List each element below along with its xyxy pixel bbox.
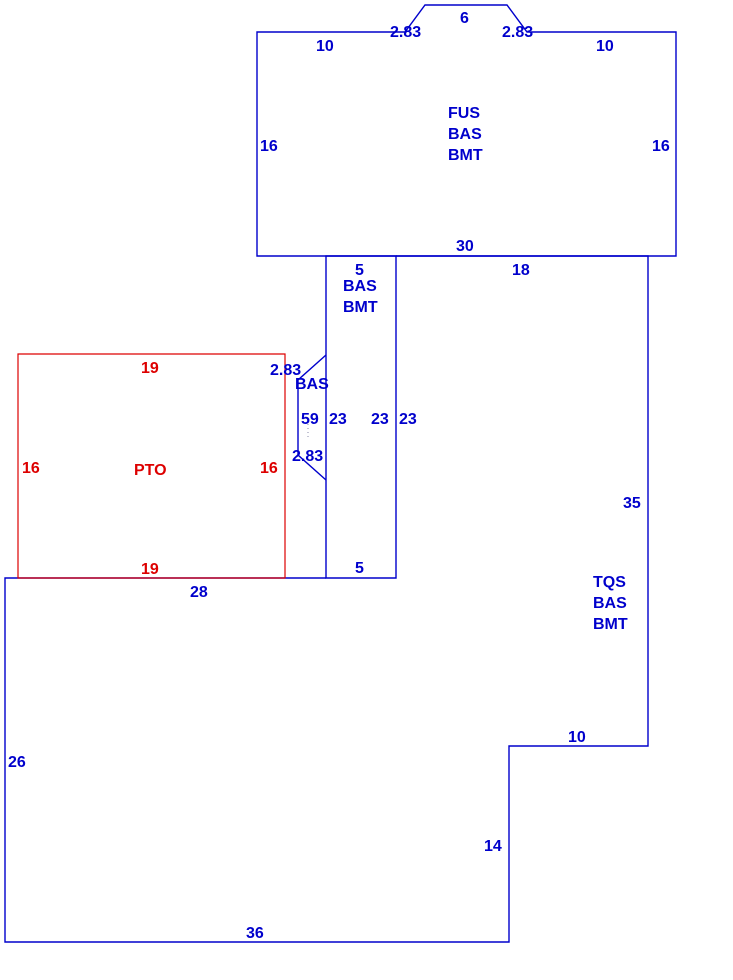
connector-outline — [325, 255, 397, 579]
dim-bay-side: 59 — [301, 411, 319, 428]
dim-upper-right: 16 — [652, 138, 670, 155]
dim-connector-bottom: 5 — [355, 560, 364, 577]
dim-upper-left: 16 — [260, 138, 278, 155]
main-section-outline — [4, 255, 649, 943]
dim-bay-lower-diag: 2.83 — [292, 448, 323, 465]
upper-code-2: BAS — [448, 126, 482, 143]
bay-code: BAS — [295, 376, 329, 393]
dim-patio-right: 16 — [260, 460, 278, 477]
connector-code-1: BAS — [343, 278, 377, 295]
dim-main-step-top: 10 — [568, 729, 586, 746]
patio-outline — [17, 353, 286, 579]
dim-upper-top-left: 10 — [316, 38, 334, 55]
dim-upper-bay-left: 2.83 — [390, 24, 421, 41]
dim-main-step-side: 14 — [484, 838, 502, 855]
main-code-2: BAS — [593, 595, 627, 612]
dim-main-right: 35 — [623, 495, 641, 512]
dim-patio-left: 16 — [22, 460, 40, 477]
dim-connector-right-inner: 23 — [371, 411, 389, 428]
dim-connector-right-outer: 23 — [399, 411, 417, 428]
dim-connector-left: 23 — [329, 411, 347, 428]
main-code-1: TQS — [593, 574, 626, 591]
patio-code: PTO — [134, 462, 167, 479]
dim-main-top-right: 18 — [512, 262, 530, 279]
dim-patio-bottom: 19 — [141, 561, 159, 578]
bay-window-outline — [297, 354, 327, 481]
dim-main-bottom: 36 — [246, 925, 264, 942]
dim-upper-bay-right: 2.83 — [502, 24, 533, 41]
dim-upper-bottom: 30 — [456, 238, 474, 255]
dim-upper-bay-top: 6 — [460, 10, 469, 27]
dim-connector-top: 5 — [355, 262, 364, 279]
upper-code-3: BMT — [448, 147, 483, 164]
dim-main-top-left: 28 — [190, 584, 208, 601]
main-code-3: BMT — [593, 616, 628, 633]
connector-code-2: BMT — [343, 299, 378, 316]
upper-code-1: FUS — [448, 105, 480, 122]
dim-upper-top-right: 10 — [596, 38, 614, 55]
dim-bay-upper-diag: 2.83 — [270, 362, 301, 379]
dim-patio-top: 19 — [141, 360, 159, 377]
dim-main-left: 26 — [8, 754, 26, 771]
